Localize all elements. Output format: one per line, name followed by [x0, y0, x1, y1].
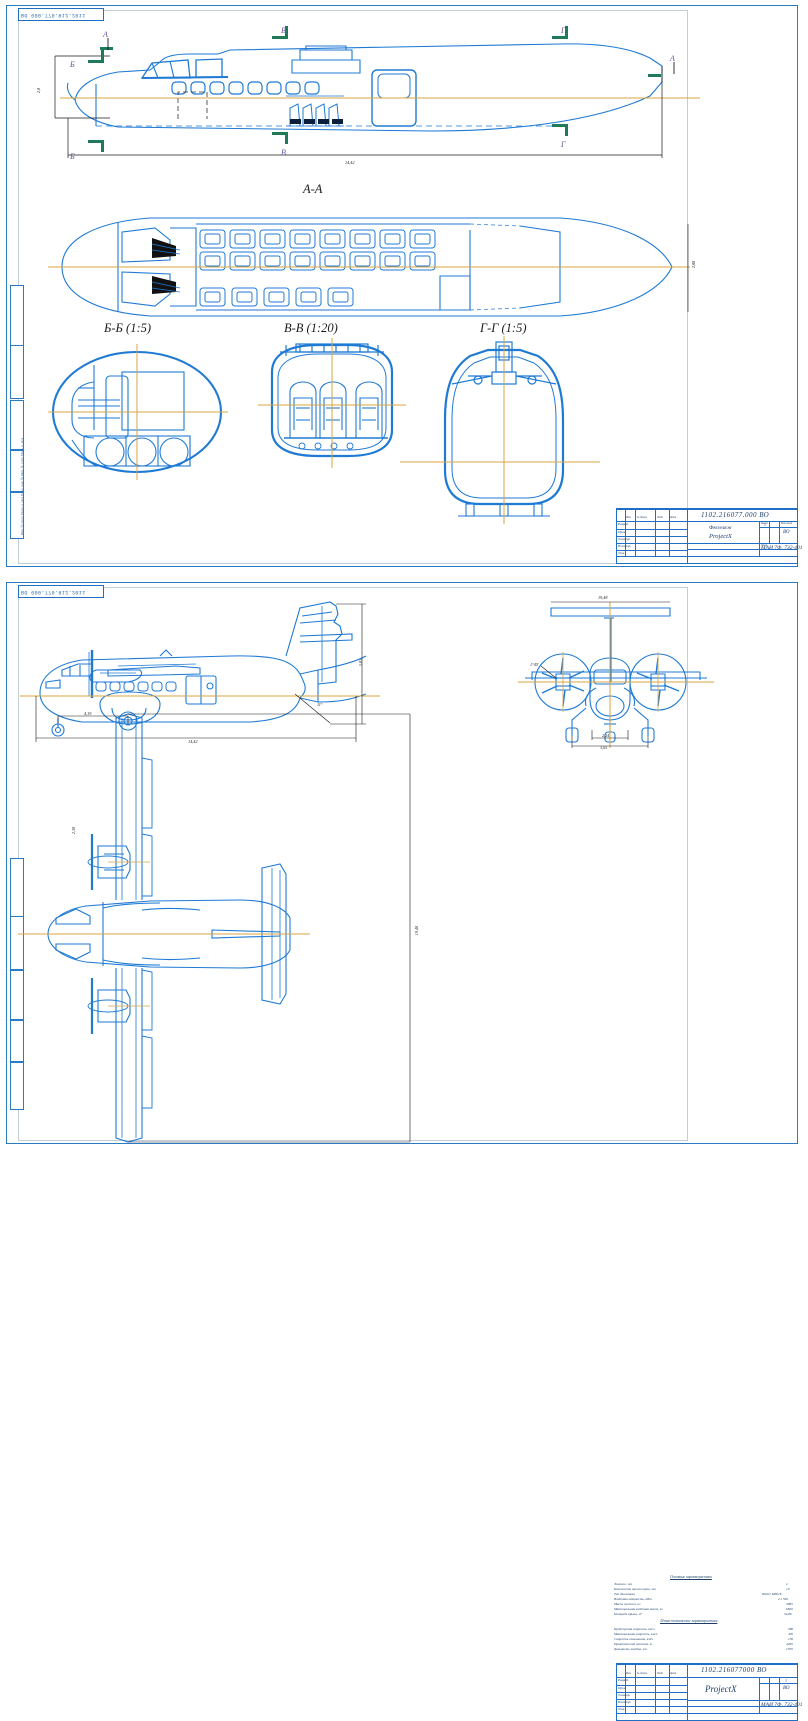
section-mark-b-top: Б	[70, 60, 75, 69]
sheet1-row-role-1: Пров.	[618, 530, 627, 534]
section-mark-a-right: A	[670, 54, 675, 63]
spec-row-6-label: Площадь крыла, м²	[614, 1612, 642, 1616]
sheet2-title-line1: ProjectX	[705, 1684, 737, 1694]
sheet1-row-role-3: Н.контр.	[618, 544, 632, 548]
spec2-row-2-value: 136	[788, 1637, 794, 1641]
sheet1-row-role-4: Утв.	[618, 551, 626, 555]
sheet1-col-header-4: Дата	[670, 516, 677, 519]
sheet1-col-header-3: Подп.	[657, 516, 664, 519]
spec-heading-1: Основные характеристики	[670, 1575, 712, 1579]
dim2-overall-length: 14,42	[188, 739, 198, 744]
sheet2-col-header-4: Дата	[670, 1672, 677, 1675]
section-mark-v-bottom: В	[281, 148, 286, 157]
spec-row-2-label: Тип двигателя	[614, 1592, 635, 1596]
spec-row-0-value: 2	[786, 1582, 788, 1586]
sheet1-fuselage-section-aa	[54, 26, 700, 158]
spec-row-4-label: Масса пустого, кг	[614, 1602, 641, 1606]
sheet1-col-header-0: Изм.	[626, 516, 632, 519]
section-view-bb	[48, 344, 228, 480]
section-label-vv: В-В (1:20)	[284, 321, 338, 335]
sheet2-side-view	[20, 601, 380, 742]
spec2-row-4-label: Дальность полёта, км	[614, 1647, 647, 1651]
dim2-wingspan-plan: 19,48	[414, 925, 420, 936]
dim2-track: 3,65	[600, 745, 608, 750]
spec-row-5-label: Максимальная взлётная масса, кг	[614, 1607, 663, 1611]
sheet2-row-role-1: Пров.	[618, 1686, 627, 1690]
sheet2-front-view	[518, 601, 714, 748]
sheet1-drawing-number: 1102.216077.000 ВО	[701, 511, 770, 519]
drawing-sheet-2: BO 000.770.912.2011	[0, 578, 808, 1721]
spec2-row-3-value: 4200	[786, 1642, 793, 1646]
sheet1-col-header-2: № докум.	[637, 516, 648, 519]
section-label-gg: Г-Г (1:5)	[480, 321, 527, 335]
sheet1-cabin-plan-view	[48, 217, 690, 317]
sheet1-row-role-2: Т.контр.	[618, 537, 631, 541]
sheet2-col-header-0: Изм.	[626, 1672, 632, 1675]
sheet2-col-header-2: № докум.	[637, 1672, 648, 1675]
sheet2-top-view	[18, 713, 411, 1143]
spec-row-3-value: 2 х 560	[778, 1597, 788, 1601]
sheet2-row-role-3: Н.контр.	[618, 1700, 632, 1704]
sheet2-stage: ВО	[783, 1686, 790, 1691]
spec2-row-1-label: Максимальная скорость, км/ч	[614, 1632, 658, 1636]
spec-row-4-value: 3985	[786, 1602, 793, 1606]
dim2-wheelbase: 4,19	[84, 711, 92, 716]
view-label-aa: A-A	[303, 182, 323, 196]
spec-row-3-label: Взлётная мощность, кВт	[614, 1597, 652, 1601]
sheet1-sheet-label: Лист	[761, 544, 768, 547]
sheet2-row-role-0: Разраб.	[618, 1678, 629, 1682]
sheet1-organization: МАИ 7Ф. 732-401	[761, 545, 803, 551]
section-mark-v-top: В	[281, 26, 286, 35]
dim2-main-gear-span: 2,24	[602, 733, 610, 738]
section-view-gg	[400, 336, 600, 524]
sheet1-title-line2: ProjectX	[709, 533, 732, 540]
sheet2-row-role-4: Утв.	[618, 1707, 626, 1711]
sheet2-outer-frame	[6, 582, 798, 1144]
sheet1-row-role-0: Разраб.	[618, 522, 629, 526]
spec-row-2-value: Walter M601E	[762, 1592, 782, 1596]
dim2-wingspan: 19,48	[598, 595, 608, 600]
spec-row-1-value: 19	[786, 1587, 790, 1591]
spec2-row-1-value: 405	[788, 1632, 794, 1636]
sheet1-title-line1: Фюзеляж	[709, 525, 732, 531]
sheet1-title-block: 1102.216077.000 ВО Фюзеляж ProjectX ВО 1…	[616, 508, 803, 564]
sheet2-row-role-2: Т.контр.	[618, 1693, 631, 1697]
spec2-row-0-value: 380	[788, 1627, 794, 1631]
sheet2-organization: МАИ 7Ф. 732-401	[761, 1702, 803, 1708]
spec2-row-3-label: Практический потолок, м	[614, 1642, 653, 1646]
spec-row-6-value: 34,86	[784, 1612, 792, 1616]
section-mark-b-bottom: Б	[70, 152, 75, 161]
sheet2-col-header-3: Подп.	[657, 1672, 664, 1675]
sheet1-mass-label: Масса	[761, 522, 768, 525]
spec-row-5-value: 6600	[786, 1607, 793, 1611]
dim2-dihedral-angle: 1°45'	[530, 662, 539, 667]
section-mark-g-bottom: Г	[561, 140, 566, 149]
dim-fuselage-length: 14,42	[345, 160, 355, 165]
spec-row-0-label: Экипаж, чел	[614, 1582, 633, 1586]
sheet2-title-block: 1102.216077000 ВО ProjectX ВО 1 МАИ 7Ф. …	[616, 1663, 803, 1721]
sheet1-outer-frame	[6, 5, 798, 567]
spec2-row-2-label: Скорость сваливания, км/ч	[614, 1637, 654, 1641]
sheet1-scale-label: Масштаб	[781, 522, 793, 525]
dim2-propeller-diameter: 2,30	[71, 826, 77, 835]
sheet1-sheet-value: 1	[764, 522, 766, 527]
spec2-row-0-label: Крейсерская скорость, км/ч	[614, 1627, 655, 1631]
section-mark-g-top: Г	[561, 26, 566, 35]
drawing-sheet-1: BO 000.770.912.2011 Инв. № подл. Подп. и…	[0, 0, 808, 572]
section-label-bb: Б-Б (1:5)	[104, 321, 152, 335]
dim2-tail-angle: 11°	[317, 702, 323, 707]
section-mark-a-top: A	[103, 30, 108, 39]
spec2-row-4-value: 1500	[786, 1647, 793, 1651]
spec-row-1-label: Количество пассажиров, чел	[614, 1587, 656, 1591]
sheet2-sheet-value: 1	[785, 1678, 787, 1683]
sheet1-stage: ВО	[783, 530, 790, 535]
section-view-vv	[258, 338, 406, 468]
sheet2-drawing-number: 1102.216077000 ВО	[701, 1666, 767, 1674]
spec-heading-2: Лётно-технические характеристики	[660, 1619, 718, 1623]
